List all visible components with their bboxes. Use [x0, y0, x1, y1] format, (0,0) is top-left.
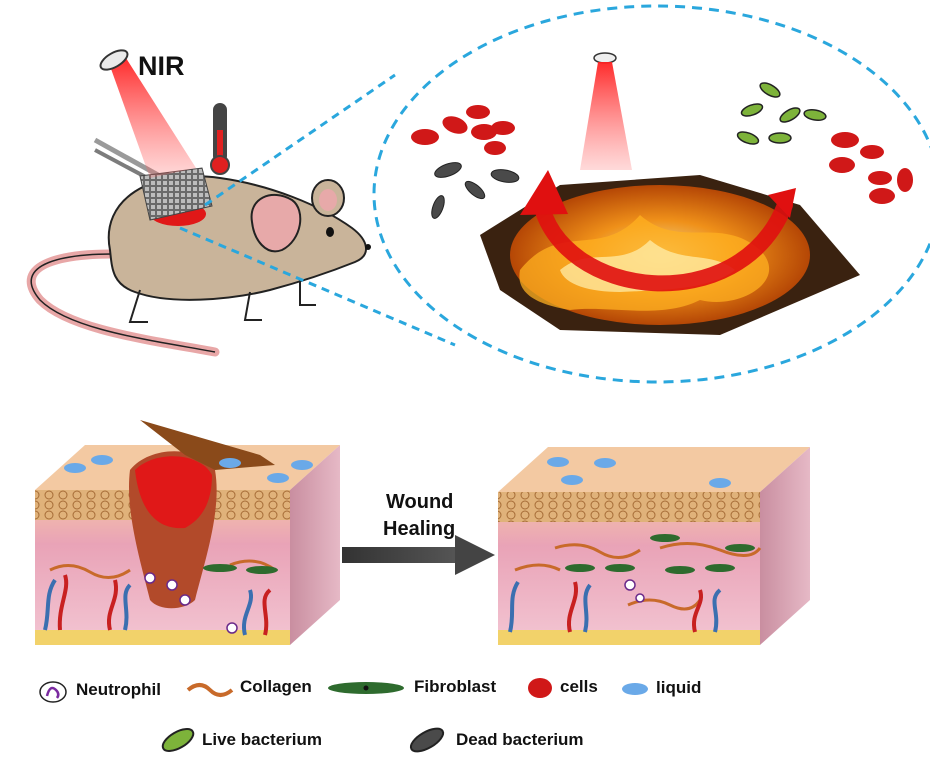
collagen-legend-icon: [186, 683, 234, 697]
zoom-live-bacteria: [736, 82, 827, 145]
mouse-eye: [326, 227, 334, 237]
healed-skin-top-face: [498, 447, 810, 492]
zoom-laser-beam: [580, 62, 632, 170]
wound-healing-arrow: [342, 535, 495, 575]
nir-laser: [99, 49, 196, 178]
zoom-view: [372, 4, 930, 384]
thermometer-icon: [210, 103, 230, 175]
cells-legend-icon: [528, 678, 552, 698]
legend-collagen-label: Collagen: [240, 677, 312, 696]
live-bacterium-legend-icon: [161, 728, 195, 752]
wounded-skin-block: [35, 420, 340, 645]
fat-layer: [35, 630, 290, 645]
legend-dead-bacterium-label: Dead bacterium: [456, 730, 584, 749]
heat-arrow: [532, 192, 793, 292]
liquid-legend-icon: [622, 683, 648, 695]
zoom-blood-cells-right: [829, 132, 913, 204]
healed-skin-block: [498, 447, 810, 645]
legend-cells-label: cells: [560, 677, 598, 696]
dead-bacterium-legend-icon: [409, 727, 445, 753]
mouse-nose: [365, 244, 371, 250]
arrow-label-line1: Wound: [386, 491, 453, 513]
arrow-label-line2: Healing: [383, 518, 455, 540]
legend-fibroblast-label: Fibroblast: [414, 677, 497, 696]
mouse-ear-front: [250, 194, 302, 253]
healed-epidermis-layer: [498, 492, 760, 522]
dressing-flap: [140, 420, 275, 470]
laser-beam: [110, 58, 196, 178]
healed-skin-side-face: [760, 447, 810, 645]
heat-arrow-head: [520, 170, 568, 215]
legend-neutrophil-label: Neutrophil: [76, 680, 161, 699]
laser-head-icon: [99, 49, 129, 71]
zoom-dead-bacteria: [431, 162, 520, 219]
nir-label: NIR: [138, 51, 185, 81]
fibroblast-legend-icon: [328, 682, 404, 694]
healed-fat-layer: [498, 630, 760, 645]
zoom-connector: [179, 73, 456, 347]
legend-live-bacterium-label: Live bacterium: [202, 730, 322, 749]
neutrophil-legend-icon: [39, 681, 67, 703]
zoom-laser-head-icon: [593, 52, 617, 64]
skin-side-face: [290, 445, 340, 645]
legend-liquid-label: liquid: [656, 678, 702, 697]
legend: [39, 678, 648, 753]
zoom-blood-cells-left: [411, 105, 515, 155]
